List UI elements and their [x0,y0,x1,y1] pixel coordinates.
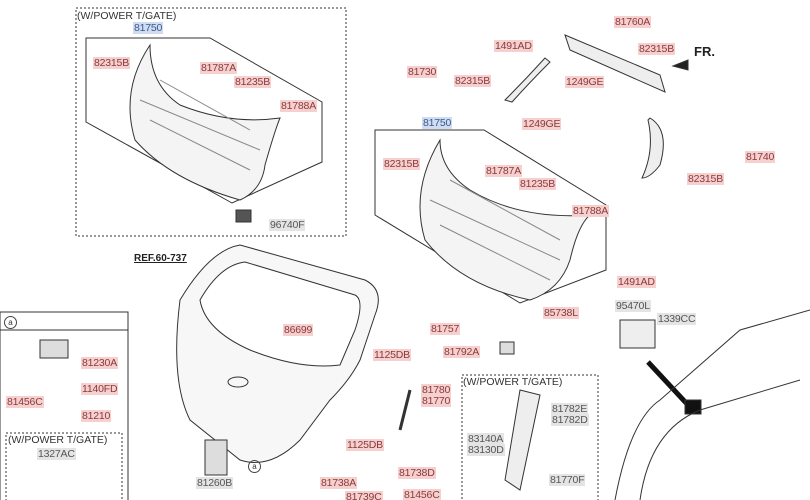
reference-label[interactable]: REF.60-737 [134,253,187,264]
part-label[interactable]: 81740 [745,151,776,163]
part-label[interactable]: 81750 [422,117,453,129]
bracket-81792A [499,341,515,355]
part-label[interactable]: 81738A [320,477,358,489]
part-label[interactable]: 81787A [200,62,238,74]
harness-connector [684,399,702,415]
trim-panel-1-detail [139,79,261,171]
module-harness [646,360,690,407]
handle-81260B [204,439,228,476]
part-label[interactable]: 81750 [133,22,164,34]
power-tgate-box [75,7,347,237]
part-label[interactable]: 1339CC [657,313,697,325]
part-label[interactable]: 83130D [467,444,505,456]
part-label[interactable]: 82315B [454,75,492,87]
power-tgate-box [461,374,599,500]
part-label[interactable]: 81780 [421,384,452,396]
power-tgate-heading: (W/POWER T/GATE) [77,10,177,22]
part-label[interactable]: 81770 [421,395,452,407]
part-label[interactable]: 81235B [234,76,272,88]
tailgate-window [199,261,361,367]
power-tgate-heading: (W/POWER T/GATE) [8,434,108,446]
part-label[interactable]: 96740F [269,219,306,231]
part-label[interactable]: 81456C [6,396,44,408]
vehicle-body-outline [614,309,810,500]
trim-panel-1 [129,43,281,201]
switch-96740F [235,209,252,223]
part-label[interactable]: 1125DB [346,439,384,451]
part-label[interactable]: 95470L [615,300,651,312]
front-arrow-icon [671,59,689,71]
part-label[interactable]: 81235B [519,178,557,190]
trim-panel-2 [419,138,592,301]
spindle-83140A [504,389,541,491]
strut-81780 [398,389,412,431]
part-label[interactable]: 1249GE [522,118,562,130]
part-label[interactable]: 81730 [407,66,438,78]
garnish-81760A [564,34,666,93]
part-label[interactable]: 81230A [81,357,119,369]
detail-a-box [0,311,129,500]
power-tgate-heading: (W/POWER T/GATE) [463,376,563,388]
part-label[interactable]: 82315B [383,158,421,170]
power-tgate-box [5,432,123,500]
front-direction-label: FR. [694,44,715,59]
part-label[interactable]: 81792A [443,346,481,358]
part-label[interactable]: 82315B [687,173,725,185]
part-label[interactable]: 81757 [430,323,461,335]
part-label[interactable]: 81760A [614,16,652,28]
part-label[interactable]: 81260B [196,477,234,489]
part-label[interactable]: 81782E [551,403,589,415]
part-label[interactable]: 83140A [467,433,505,445]
trim-panel-boundary-2 [374,129,607,304]
part-label[interactable]: 82315B [93,57,131,69]
part-label[interactable]: 1249GE [565,76,605,88]
part-label[interactable]: 1491AD [617,276,656,288]
part-label[interactable]: 82315B [638,43,676,55]
part-label[interactable]: 81788A [572,205,610,217]
part-label[interactable]: 81782D [551,414,589,426]
emblem-outline [227,376,249,388]
latch-81230A [39,339,69,359]
trim-81740 [641,117,664,179]
part-label[interactable]: 1327AC [37,448,76,460]
pillar-81730 [504,57,551,103]
part-label[interactable]: 81210 [81,410,112,422]
callout-a: a [248,460,261,473]
part-label[interactable]: 85738L [543,307,579,319]
callout-a: a [4,316,17,329]
part-label[interactable]: 81456C [403,489,441,500]
part-label[interactable]: 81788A [280,100,318,112]
part-label[interactable]: 81739C [345,491,383,500]
part-label[interactable]: 86699 [283,324,314,336]
part-label[interactable]: 81787A [485,165,523,177]
module-95470L [619,319,656,349]
part-label[interactable]: 1491AD [494,40,533,52]
part-label[interactable]: 1125DB [373,349,411,361]
part-label[interactable]: 81770F [549,474,586,486]
trim-panel-2-detail [429,179,561,281]
trim-panel-boundary-1 [85,37,323,204]
part-label[interactable]: 81738D [398,467,436,479]
part-label[interactable]: 1140FD [81,383,119,395]
